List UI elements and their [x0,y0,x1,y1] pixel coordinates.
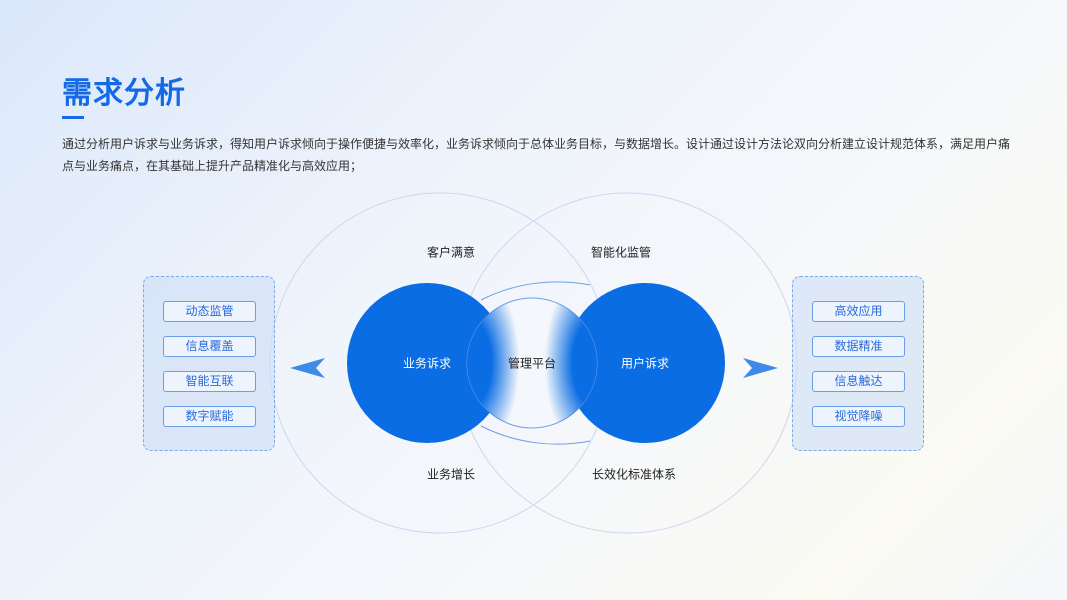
top-left-label: 客户满意 [426,245,476,260]
right-item: 视觉降噪 [812,406,905,427]
bottom-right-label: 长效化标准体系 [591,467,677,482]
right-item-panel: 高效应用 数据精准 信息触达 视觉降噪 [792,276,924,451]
bottom-left-label: 业务增长 [426,467,476,482]
left-item: 动态监管 [163,301,256,322]
left-circle-label: 业务诉求 [402,356,452,371]
center-label: 管理平台 [507,356,557,371]
description: 通过分析用户诉求与业务诉求，得知用户诉求倾向于操作便捷与效率化，业务诉求倾向于总… [62,137,1011,173]
right-item: 高效应用 [812,301,905,322]
right-filled-circle [565,283,725,443]
left-item: 信息覆盖 [163,336,256,357]
right-item: 数据精准 [812,336,905,357]
left-filled-circle [347,283,507,443]
left-item: 智能互联 [163,371,256,392]
arrow-left-icon [290,358,325,378]
left-item: 数字赋能 [163,406,256,427]
top-right-label: 智能化监管 [590,245,652,260]
right-circle-label: 用户诉求 [620,356,670,371]
arrow-right-icon [743,358,778,378]
page-title: 需求分析 [62,76,186,111]
title-underline [62,116,84,119]
right-item: 信息触达 [812,371,905,392]
left-item-panel: 动态监管 信息覆盖 智能互联 数字赋能 [143,276,275,451]
